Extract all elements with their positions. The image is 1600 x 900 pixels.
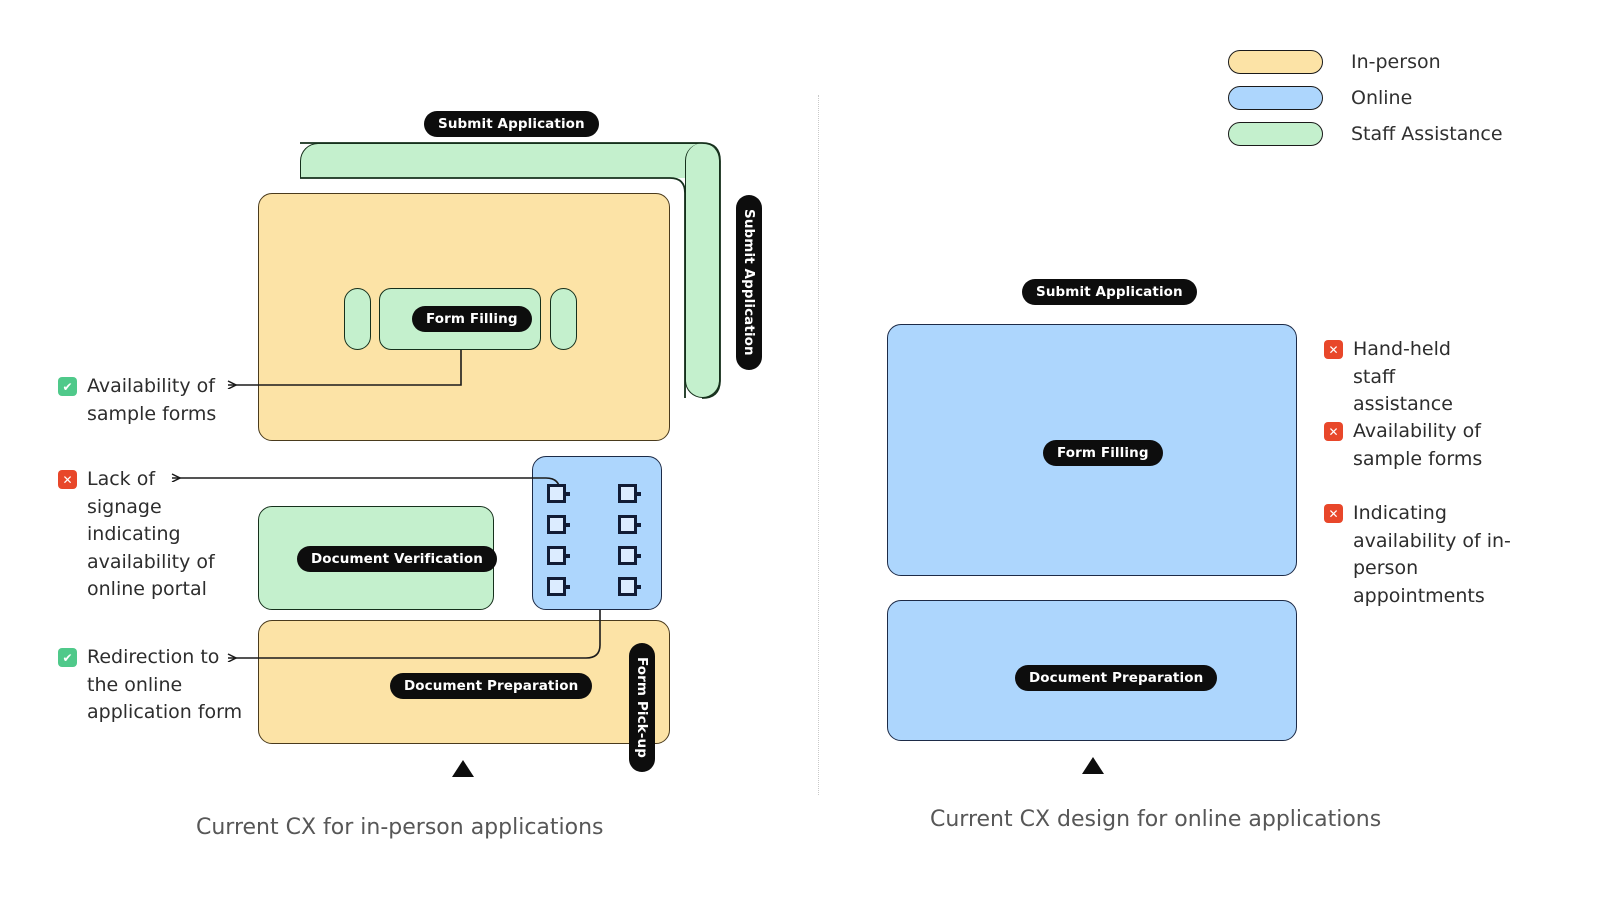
annotation-indicating-in-person-appointments: ✕ Indicating availability of in-person a… <box>1324 500 1539 610</box>
pill-submit-application-right: Submit Application <box>1022 279 1197 305</box>
checkbox-icon <box>618 484 641 503</box>
staff-slot-left <box>344 288 371 350</box>
annotation-text: Availability of sample forms <box>87 375 217 425</box>
checkbox-icon <box>618 577 641 596</box>
checklist-grid <box>547 484 641 596</box>
legend-label-in-person: In-person <box>1351 51 1441 73</box>
pill-submit-application-top: Submit Application <box>424 111 599 137</box>
pill-document-preparation-left: Document Preparation <box>390 673 593 699</box>
legend-swatch-online <box>1228 86 1323 110</box>
legend-item-in-person: In-person <box>1228 50 1503 74</box>
checkbox-icon <box>547 515 570 534</box>
annotation-text: Indicating availability of in-person app… <box>1353 502 1511 607</box>
annotation-lack-of-signage: ✕ Lack of signage indicating availabilit… <box>58 466 218 604</box>
checkbox-icon <box>618 546 641 565</box>
checkbox-icon <box>547 546 570 565</box>
legend: In-person Online Staff Assistance <box>1228 50 1503 146</box>
legend-item-staff-assistance: Staff Assistance <box>1228 122 1503 146</box>
staff-assistance-band-right <box>685 143 720 398</box>
pill-form-filling-right: Form Filling <box>1043 440 1163 466</box>
check-icon: ✔ <box>58 377 77 396</box>
annotation-text: Hand-held staff assistance <box>1353 338 1453 416</box>
pill-form-filling-left: Form Filling <box>412 306 532 332</box>
annotation-redirection-to-online-form: ✔ Redirection to the online application … <box>58 644 243 727</box>
pill-document-preparation-right: Document Preparation <box>1015 665 1218 691</box>
checkbox-icon <box>547 577 570 596</box>
left-panel-caption: Current CX for in-person applications <box>196 815 604 840</box>
checkbox-icon <box>547 484 570 503</box>
legend-swatch-staff-assistance <box>1228 122 1323 146</box>
checkbox-icon <box>618 515 641 534</box>
check-icon: ✔ <box>58 648 77 667</box>
staff-slot-right <box>550 288 577 350</box>
left-panel-cursor-marker <box>452 760 474 777</box>
annotation-text: Lack of signage indicating availability … <box>87 468 215 601</box>
annotation-availability-of-sample-forms-right: ✕ Availability of sample forms <box>1324 418 1499 473</box>
panel-divider <box>818 95 819 795</box>
staff-assistance-band-top <box>300 143 720 178</box>
right-panel-caption: Current CX design for online application… <box>930 807 1382 832</box>
legend-swatch-in-person <box>1228 50 1323 74</box>
legend-label-online: Online <box>1351 87 1413 109</box>
annotation-hand-held-staff-assistance: ✕ Hand-held staff assistance <box>1324 336 1499 419</box>
cross-icon: ✕ <box>1324 422 1343 441</box>
legend-label-staff-assistance: Staff Assistance <box>1351 123 1503 145</box>
right-panel-cursor-marker <box>1082 757 1104 774</box>
connector-lack-of-signage <box>172 478 561 493</box>
cross-icon: ✕ <box>1324 504 1343 523</box>
legend-item-online: Online <box>1228 86 1503 110</box>
pill-submit-application-side: Submit Application <box>736 195 762 370</box>
annotation-text: Redirection to the online application fo… <box>87 646 243 724</box>
pill-document-verification: Document Verification <box>297 546 497 572</box>
annotation-availability-of-sample-forms: ✔ Availability of sample forms <box>58 373 238 428</box>
pill-form-pickup: Form Pick-up <box>629 643 655 772</box>
cross-icon: ✕ <box>58 470 77 489</box>
annotation-text: Availability of sample forms <box>1353 420 1483 470</box>
cross-icon: ✕ <box>1324 340 1343 359</box>
